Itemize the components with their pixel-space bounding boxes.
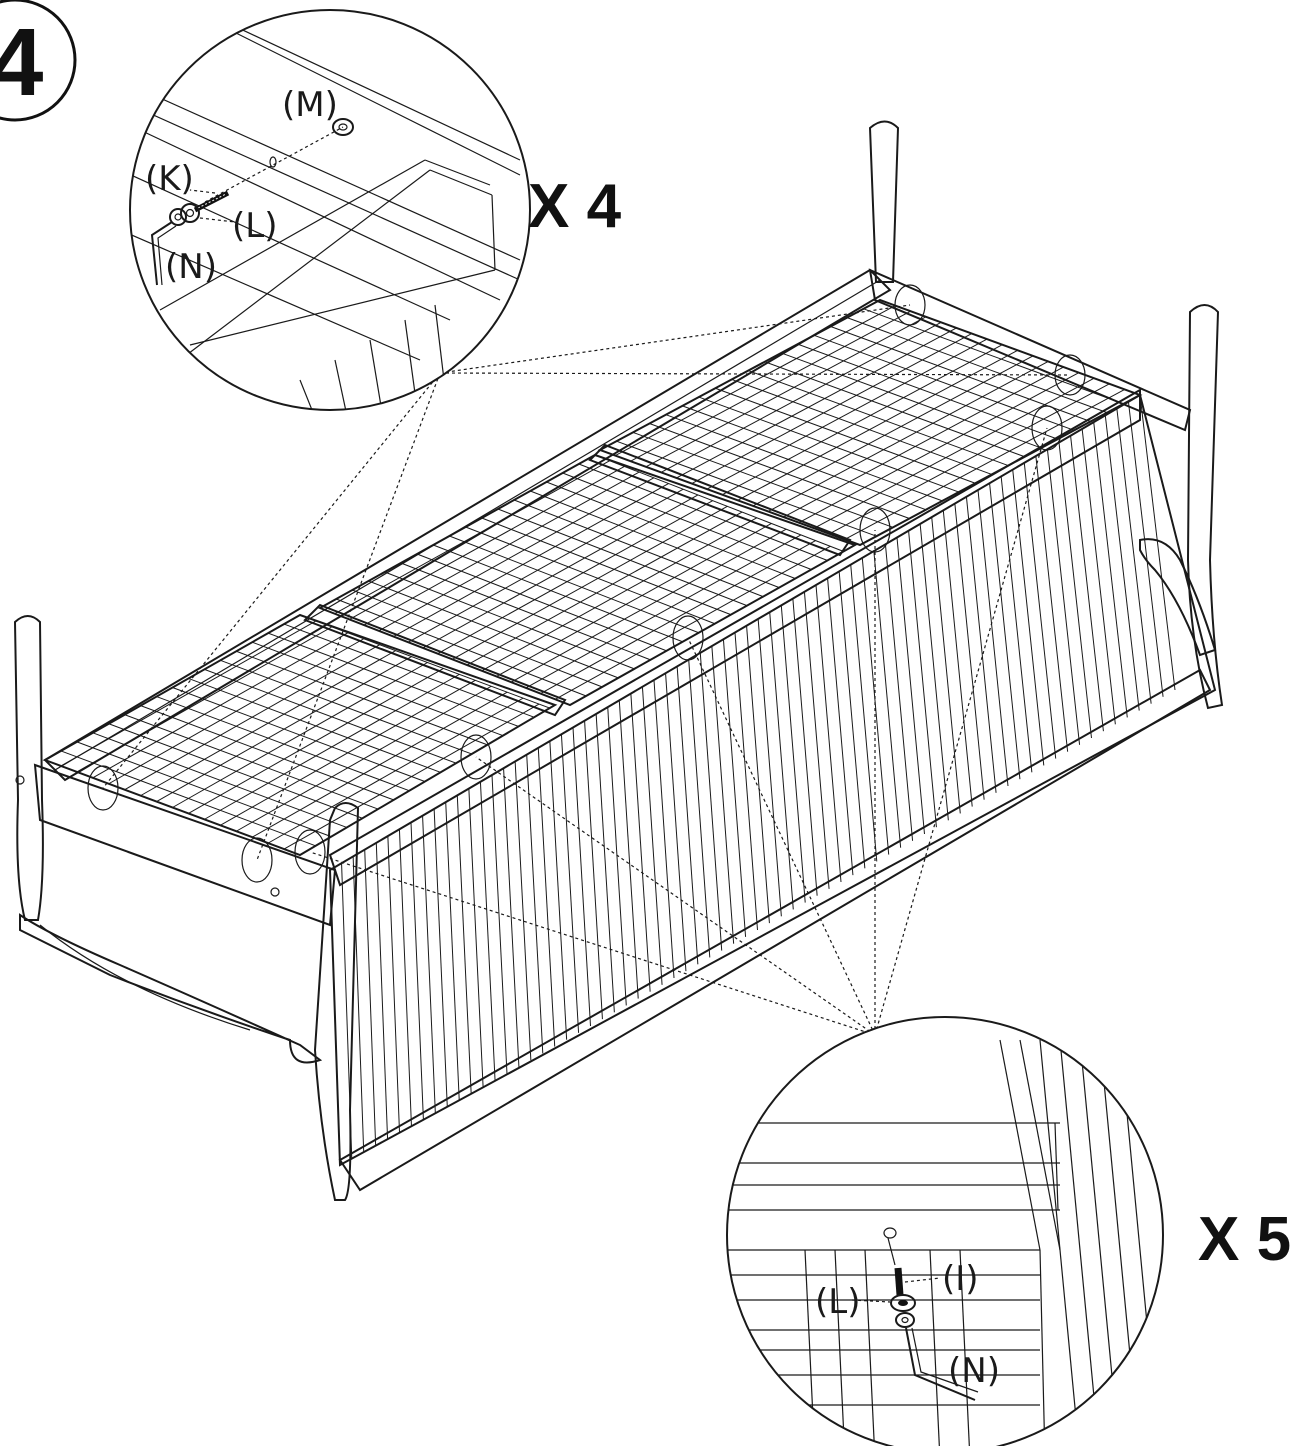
fastener-marker xyxy=(1054,354,1086,396)
label-n-bottom: (N) xyxy=(948,1351,1000,1391)
fastener-marker xyxy=(294,829,326,875)
sofa-frame xyxy=(13,120,1224,1201)
slatted-back-panel xyxy=(328,393,1217,1192)
washer-l xyxy=(169,203,200,226)
fastener-marker xyxy=(672,615,704,661)
label-m: (M) xyxy=(282,85,338,125)
leg-front-left xyxy=(313,802,360,1201)
label-k: (K) xyxy=(145,159,194,199)
step-badge-circle xyxy=(0,0,77,122)
detail-bottom: (I) (L) (N) xyxy=(726,1016,1164,1446)
washer-l-bottom xyxy=(890,1294,916,1328)
quantity-top: X 4 xyxy=(528,172,622,241)
label-n: (N) xyxy=(165,247,217,287)
nut-m xyxy=(332,118,354,136)
detail-top: (M) (K) (L) (N) xyxy=(129,9,531,411)
cross-batten-2 xyxy=(588,443,852,557)
bolt-k xyxy=(193,190,230,213)
right-end-rail xyxy=(868,268,1192,432)
label-l: (L) xyxy=(232,206,277,246)
allen-key-n xyxy=(150,221,177,286)
seat-panel-right xyxy=(597,298,1143,547)
quantity-bottom: X 5 xyxy=(1198,1205,1291,1274)
fastener-marker xyxy=(460,734,492,780)
leg-front-right xyxy=(1186,304,1224,710)
right-arm-support xyxy=(1139,538,1217,657)
step-number: 4 xyxy=(0,9,43,116)
fastener-marker xyxy=(87,765,119,811)
fastener-marker xyxy=(894,284,926,326)
seat-panel-left xyxy=(42,613,558,857)
leg-back-right xyxy=(868,120,900,283)
fastener-marker xyxy=(241,837,273,883)
bolt-i xyxy=(894,1267,904,1296)
leg-back-left xyxy=(13,615,44,921)
front-rail xyxy=(328,388,1141,887)
fastener-marker xyxy=(1031,405,1063,451)
leader-lines xyxy=(102,304,1071,1036)
seat-panel-middle xyxy=(317,453,858,707)
allen-key-n-bottom xyxy=(905,1327,979,1401)
step-badge: 4 xyxy=(0,0,77,122)
label-l-bottom: (L) xyxy=(815,1282,860,1322)
left-arm-support xyxy=(19,913,323,1064)
label-i: (I) xyxy=(942,1259,979,1299)
left-end-rail xyxy=(33,763,337,927)
cross-batten-1 xyxy=(303,603,567,717)
